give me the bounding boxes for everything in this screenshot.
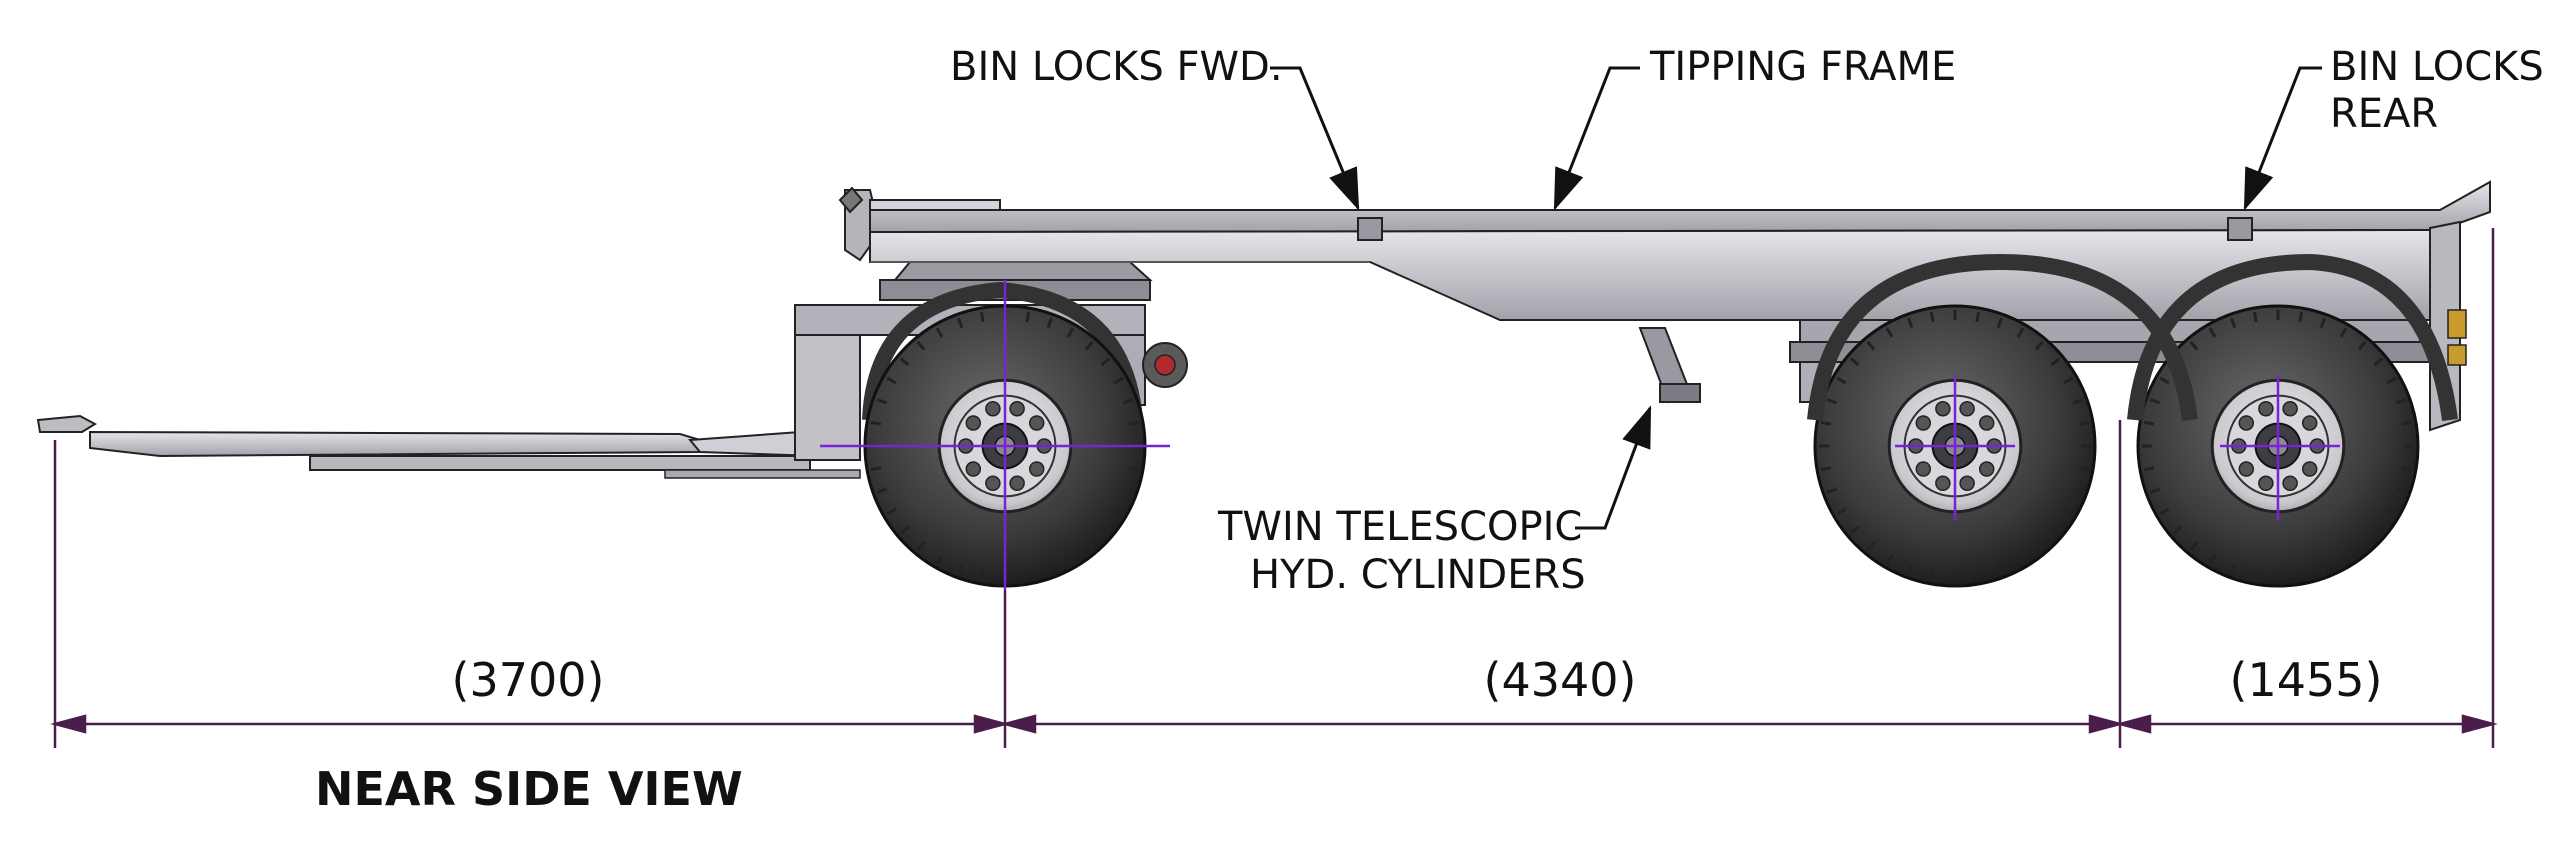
view-title: NEAR SIDE VIEW (315, 762, 743, 816)
callout-bin-locks-rear-line1: BIN LOCKS (2330, 44, 2544, 90)
hyd-cylinder (1638, 327, 1701, 404)
dimension-4340: (4340) (1484, 653, 1637, 707)
tipping-frame (869, 180, 2491, 432)
dimension-1455: (1455) (2230, 653, 2383, 707)
callout-cylinders-line1: TWIN TELESCOPIC (1217, 504, 1582, 550)
callout-bin-locks-fwd: BIN LOCKS FWD. (950, 44, 1283, 90)
bin-lock-fwd (1357, 217, 1383, 241)
dimension-lines (50, 228, 2498, 748)
axle-centerlines (820, 280, 2340, 590)
callout-bin-locks-rear-line2: REAR (2330, 91, 2438, 137)
dimension-3700: (3700) (452, 653, 605, 707)
callout-cylinders-line2: HYD. CYLINDERS (1250, 552, 1586, 598)
callout-leaders (1270, 66, 2322, 530)
rear-mudguards (1807, 253, 2458, 422)
bin-lock-rear (2227, 217, 2253, 241)
drawbar (36, 414, 861, 479)
callout-tipping-frame: TIPPING FRAME (1649, 44, 1956, 90)
